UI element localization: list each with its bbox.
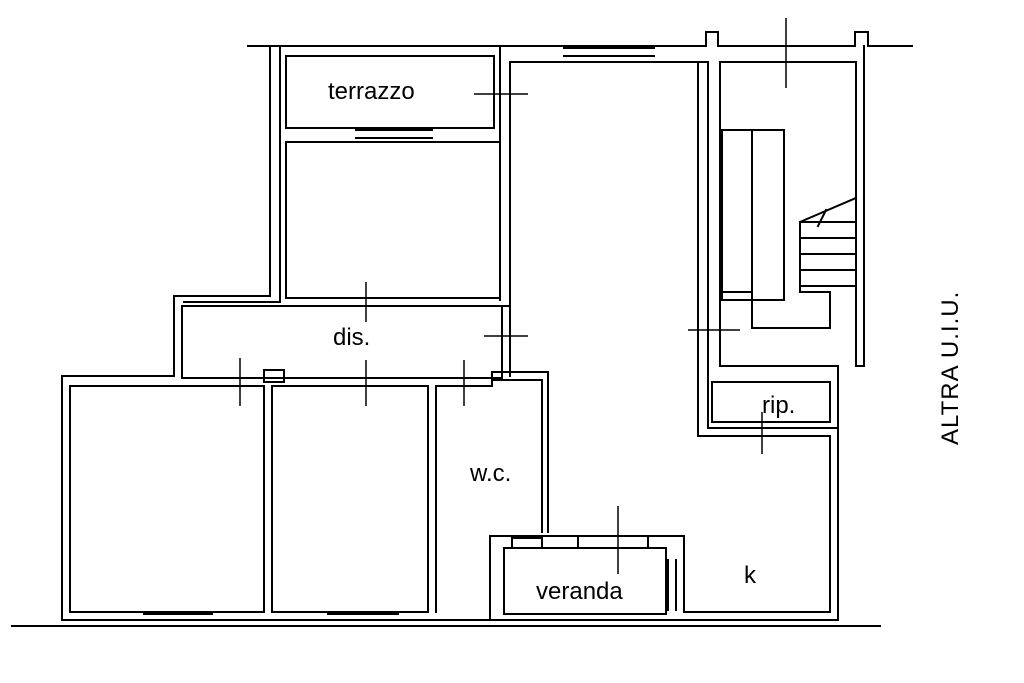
label-veranda: veranda — [536, 578, 623, 605]
label-terrazzo: terrazzo — [328, 78, 415, 105]
label-dis: dis. — [333, 324, 371, 351]
label-altra-uiu: ALTRA U.I.U. — [937, 290, 964, 445]
label-wc: w.c. — [470, 460, 512, 487]
label-k: k — [744, 562, 756, 589]
label-rip: rip. — [762, 392, 796, 419]
